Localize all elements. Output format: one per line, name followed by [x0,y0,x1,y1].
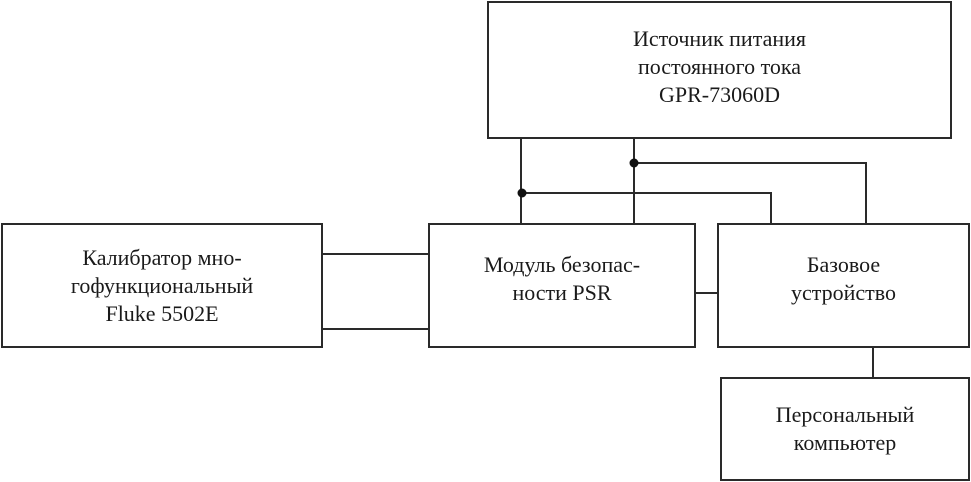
pc-line-2: компьютер [793,430,897,455]
pc-line-1: Персональный [775,402,915,427]
wire-branch-to-base-1 [521,192,772,224]
junction-dot-1 [517,188,527,198]
power-supply-line-2: постоянного тока [637,54,802,79]
pc-label: Персональный компьютер [776,401,915,457]
psr-module-block: Модуль безопас- ности PSR [428,223,696,348]
power-supply-label: Источник питания постоянного тока GPR-73… [633,25,806,109]
base-device-label: Базовое устройство [791,251,896,307]
pc-block: Персональный компьютер [720,377,970,481]
calibrator-line-3: Fluke 5502E [105,300,219,326]
base-device-block: Базовое устройство [717,223,970,348]
psr-module-label: Модуль безопас- ности PSR [484,251,640,307]
calibrator-line-1: Калибратор мно- [82,244,242,270]
base-device-line-2: устройство [790,279,897,305]
power-supply-block: Источник питания постоянного тока GPR-73… [487,1,952,139]
calibrator-label: Калибратор мно- гофункциональный Fluke 5… [71,244,253,328]
power-supply-line-3: GPR-73060D [658,82,780,107]
junction-dot-2 [629,158,639,168]
base-device-line-1: Базовое [806,251,881,277]
power-supply-line-1: Источник питания [632,26,807,51]
psr-module-line-2: ности PSR [512,279,612,305]
wire-branch-to-base-2 [634,162,867,224]
calibrator-line-2: гофункциональный [70,272,254,298]
calibrator-block: Калибратор мно- гофункциональный Fluke 5… [1,223,323,348]
psr-module-line-1: Модуль безопас- [483,251,641,277]
